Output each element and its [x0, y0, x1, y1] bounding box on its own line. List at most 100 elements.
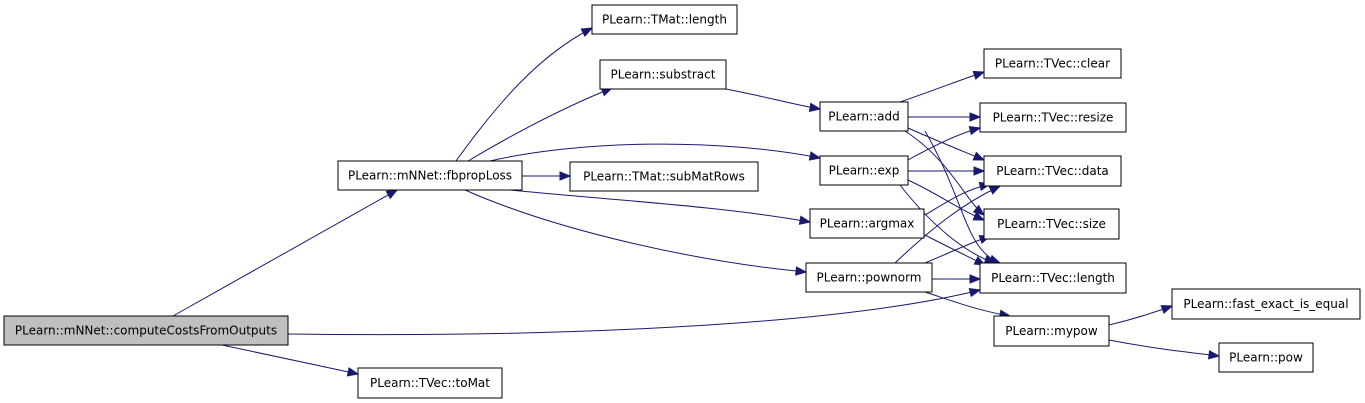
node-add[interactable]: PLearn::add — [819, 101, 909, 132]
node-label: PLearn::fast_exact_is_equal — [1183, 297, 1348, 311]
node-label: PLearn::pownorm — [817, 271, 922, 285]
arrowhead-icon — [973, 166, 986, 176]
edge-fbpropLoss-to-argmax — [509, 189, 812, 225]
node-label: PLearn::TVec::clear — [995, 57, 1110, 71]
node-subMatRows[interactable]: PLearn::TMat::subMatRows — [569, 161, 759, 192]
edge-line — [719, 87, 821, 110]
edge-line — [924, 291, 1011, 317]
edge-mypow-to-fastExact — [1108, 305, 1174, 326]
node-label: PLearn::argmax — [820, 217, 915, 231]
edge-line — [467, 87, 613, 162]
node-substract[interactable]: PLearn::substract — [599, 59, 727, 90]
edge-line — [899, 71, 985, 103]
node-resize[interactable]: PLearn::TVec::resize — [979, 102, 1127, 133]
edge-line — [894, 185, 1001, 264]
arrowhead-icon — [968, 287, 982, 298]
node-clear[interactable]: PLearn::TVec::clear — [983, 48, 1122, 79]
arrowhead-icon — [968, 125, 982, 136]
node-box[interactable] — [819, 101, 909, 132]
node-label: PLearn::TVec::toMat — [370, 376, 490, 390]
arrowhead-icon — [798, 215, 812, 225]
edge-line — [1108, 339, 1220, 357]
node-exp[interactable]: PLearn::exp — [819, 155, 909, 186]
node-box[interactable] — [591, 4, 738, 35]
node-box[interactable] — [1171, 288, 1361, 320]
node-fbpropLoss[interactable]: PLearn::mNNet::fbpropLoss — [337, 160, 523, 191]
node-size[interactable]: PLearn::TVec::size — [983, 208, 1120, 240]
arrowhead-icon — [808, 151, 822, 161]
node-box[interactable] — [979, 262, 1127, 294]
node-label: PLearn::pow — [1229, 351, 1303, 365]
edge-line — [489, 143, 821, 162]
node-pownorm[interactable]: PLearn::pownorm — [805, 262, 933, 293]
edge-fbpropLoss-to-tmatLength — [455, 27, 594, 162]
arrowhead-icon — [972, 204, 986, 216]
edge-computeCosts-to-fbpropLoss — [172, 189, 399, 317]
arrowhead-icon — [1160, 305, 1174, 315]
arrowhead-icon — [969, 112, 982, 122]
arrowhead-icon — [972, 211, 986, 221]
edge-line — [172, 189, 398, 317]
node-label: PLearn::add — [828, 110, 899, 124]
arrowhead-icon — [580, 27, 594, 38]
arrowhead-icon — [559, 171, 572, 181]
edge-exp-to-size — [907, 179, 986, 221]
node-computeCosts[interactable]: PLearn::mNNet::computeCostsFromOutputs — [3, 315, 289, 346]
edge-pownorm-to-mypow — [924, 291, 1012, 319]
node-data[interactable]: PLearn::TVec::data — [983, 155, 1122, 187]
node-argmax[interactable]: PLearn::argmax — [809, 208, 925, 239]
node-label: PLearn::TVec::size — [997, 217, 1106, 231]
node-box[interactable] — [599, 59, 727, 90]
edge-fbpropLoss-to-exp — [489, 143, 822, 162]
node-box[interactable] — [819, 155, 909, 186]
node-box[interactable] — [1218, 342, 1314, 373]
edge-add-to-resize — [908, 112, 982, 122]
node-box[interactable] — [993, 315, 1110, 347]
node-box[interactable] — [809, 208, 925, 239]
node-label: PLearn::mNNet::fbpropLoss — [348, 169, 512, 183]
node-label: PLearn::mNNet::computeCostsFromOutputs — [15, 324, 277, 338]
arrowhead-icon — [972, 70, 986, 80]
arrowhead-icon — [346, 367, 360, 377]
node-tmatLength[interactable]: PLearn::TMat::length — [591, 4, 738, 35]
node-label: PLearn::mypow — [1005, 324, 1098, 338]
node-box[interactable] — [979, 102, 1127, 133]
node-label: PLearn::TVec::length — [991, 271, 1115, 285]
node-label: PLearn::TVec::resize — [993, 111, 1114, 125]
node-mypow[interactable]: PLearn::mypow — [993, 315, 1110, 347]
node-label: PLearn::substract — [611, 68, 716, 82]
edge-fbpropLoss-to-substract — [467, 87, 614, 162]
node-box[interactable] — [3, 315, 289, 346]
arrowhead-icon — [795, 266, 808, 276]
edge-line — [287, 289, 981, 336]
arrowhead-icon — [808, 102, 822, 112]
edge-add-to-data — [907, 127, 986, 161]
node-label: PLearn::TMat::subMatRows — [583, 170, 745, 184]
edge-substract-to-add — [719, 87, 822, 112]
node-box[interactable] — [983, 208, 1120, 240]
node-toMat[interactable]: PLearn::TVec::toMat — [357, 367, 503, 399]
node-fastExact[interactable]: PLearn::fast_exact_is_equal — [1171, 288, 1361, 320]
edge-line — [221, 344, 359, 375]
node-box[interactable] — [357, 367, 503, 399]
edge-pownorm-to-tvecLength — [932, 274, 982, 284]
arrowhead-icon — [1208, 350, 1221, 360]
node-label: PLearn::TVec::data — [996, 164, 1109, 178]
edges-layer — [172, 27, 1221, 377]
edge-computeCosts-to-tvecLength — [287, 287, 982, 336]
node-pow[interactable]: PLearn::pow — [1218, 342, 1314, 373]
edge-mypow-to-pow — [1108, 339, 1221, 360]
node-label: PLearn::TMat::length — [602, 13, 727, 27]
arrowhead-icon — [972, 151, 986, 161]
nodes-layer: PLearn::mNNet::computeCostsFromOutputsPL… — [3, 4, 1361, 399]
node-box[interactable] — [805, 262, 933, 293]
edge-line — [924, 130, 1001, 264]
node-tvecLength[interactable]: PLearn::TVec::length — [979, 262, 1127, 294]
node-box[interactable] — [983, 155, 1122, 187]
node-box[interactable] — [337, 160, 523, 191]
node-box[interactable] — [569, 161, 759, 192]
arrowhead-icon — [385, 189, 399, 200]
node-box[interactable] — [983, 48, 1122, 79]
edge-fbpropLoss-to-pownorm — [464, 189, 808, 276]
